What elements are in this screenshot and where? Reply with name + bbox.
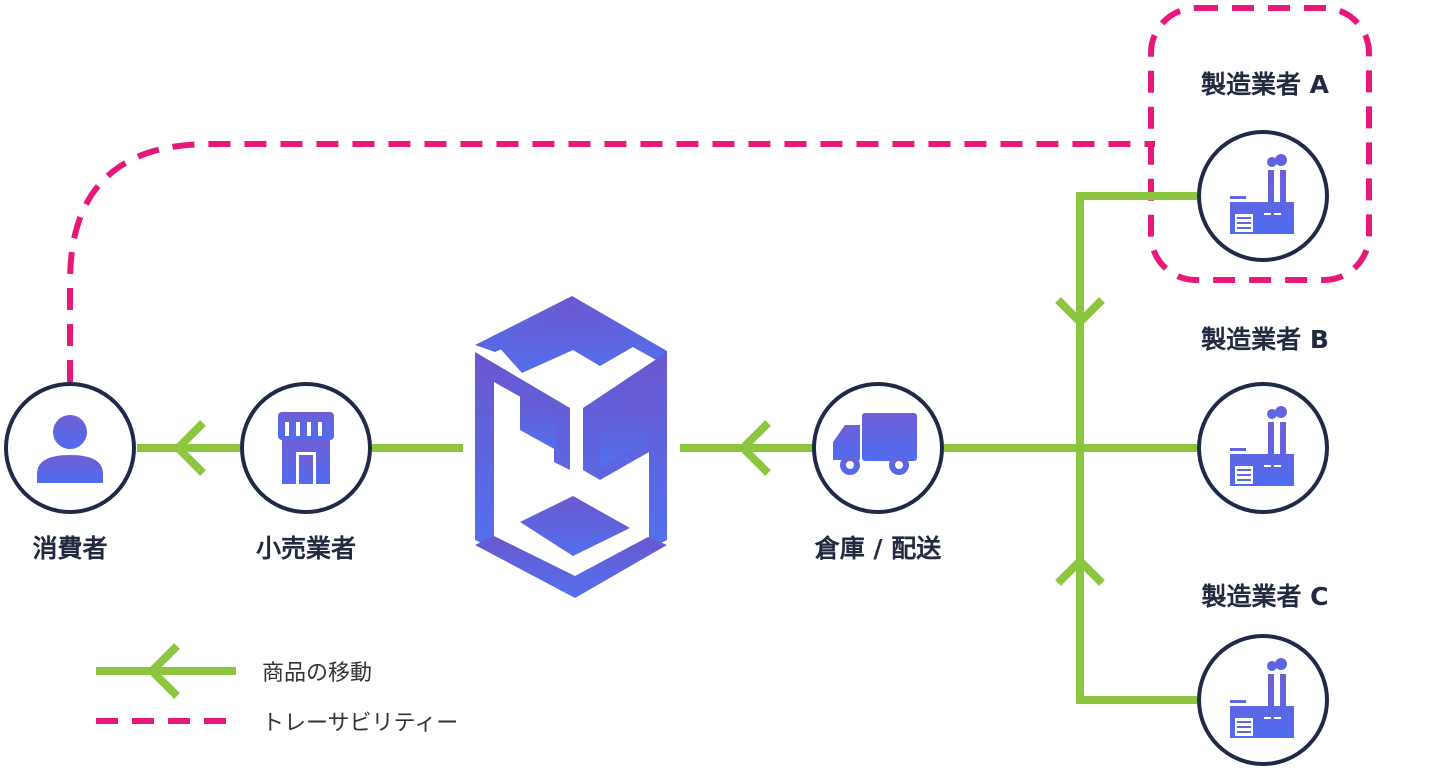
manufacturer-a-highlight-box [1148,5,1372,283]
legend-traceability-label: トレーサビリティー [262,711,458,736]
legend-traceability: トレーサビリティー [96,711,458,736]
manufacturer-c-label: 製造業者 C [1200,582,1328,611]
manufacturer-a-node [1197,130,1329,262]
legend-goods-flow-label: 商品の移動 [262,661,372,686]
arrow-down-icon [1055,297,1105,328]
manufacturer-c-node [1197,634,1329,766]
legend-arrow-icon [146,643,180,699]
consumer-node [4,382,136,514]
legend: 商品の移動 トレーサビリティー [96,643,458,736]
arrow-to-consumer-icon [172,420,206,476]
arrow-to-hub-icon [737,420,771,476]
manufacturer-a-label: 製造業者 A [1200,70,1330,99]
retailer-label: 小売業者 [256,534,356,563]
traceability-path [67,5,1372,382]
arrow-up-icon [1055,555,1105,586]
warehouse-label: 倉庫 / 配送 [814,534,942,563]
person-icon [37,415,103,483]
manufacturer-b-label: 製造業者 B [1200,325,1329,354]
warehouse-node [812,382,944,514]
manufacturer-b-node [1197,382,1329,514]
platform-logo-icon [475,296,667,598]
truck-icon [833,413,917,475]
store-icon [278,412,334,484]
legend-goods-flow: 商品の移動 [96,643,372,699]
consumer-label: 消費者 [32,534,107,563]
retailer-node [240,382,372,514]
